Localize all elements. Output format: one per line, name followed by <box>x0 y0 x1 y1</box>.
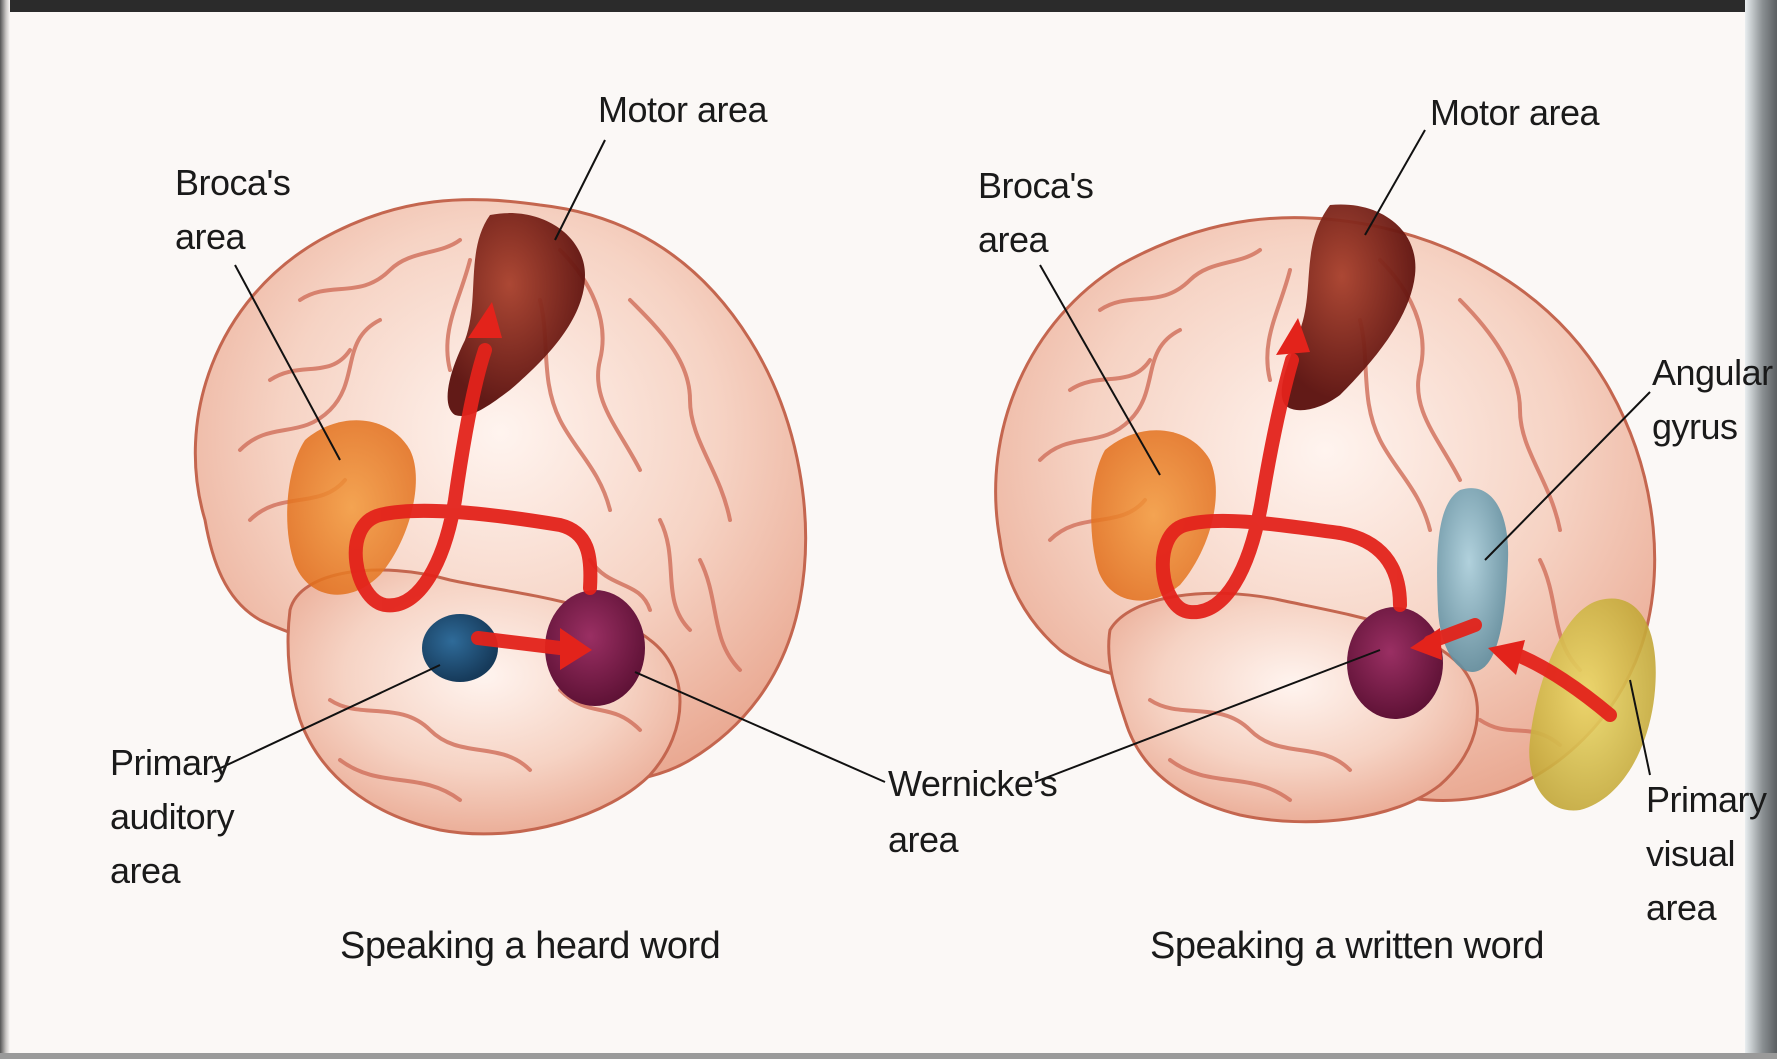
left-auditory-label-line2: auditory <box>110 789 234 845</box>
wernicke-label-line2: area <box>888 812 958 868</box>
left-panel-caption: Speaking a heard word <box>340 925 720 968</box>
right-panel-caption: Speaking a written word <box>1150 925 1544 968</box>
right-broca-label-line2: area <box>978 212 1048 268</box>
right-motor-leader <box>1365 130 1425 235</box>
right-angular-label-line1: Angular <box>1652 345 1773 401</box>
left-auditory-label-line3: area <box>110 843 180 899</box>
left-brain <box>195 200 805 834</box>
right-visual-label-line1: Primary <box>1646 772 1767 828</box>
right-motor-area-label: Motor area <box>1430 85 1599 141</box>
right-wernicke-area <box>1347 607 1443 719</box>
right-visual-label-line2: visual <box>1646 826 1735 882</box>
left-broca-label-line1: Broca's <box>175 155 290 211</box>
right-visual-label-line3: area <box>1646 880 1716 936</box>
wernicke-label-line1: Wernicke's <box>888 756 1057 812</box>
right-angular-label-line2: gyrus <box>1652 399 1738 455</box>
left-auditory-label-line1: Primary <box>110 735 231 791</box>
left-motor-area-label: Motor area <box>598 82 767 138</box>
right-broca-label-line1: Broca's <box>978 158 1093 214</box>
left-auditory-area <box>422 614 498 682</box>
left-broca-label-line2: area <box>175 209 245 265</box>
right-brain <box>996 204 1656 821</box>
